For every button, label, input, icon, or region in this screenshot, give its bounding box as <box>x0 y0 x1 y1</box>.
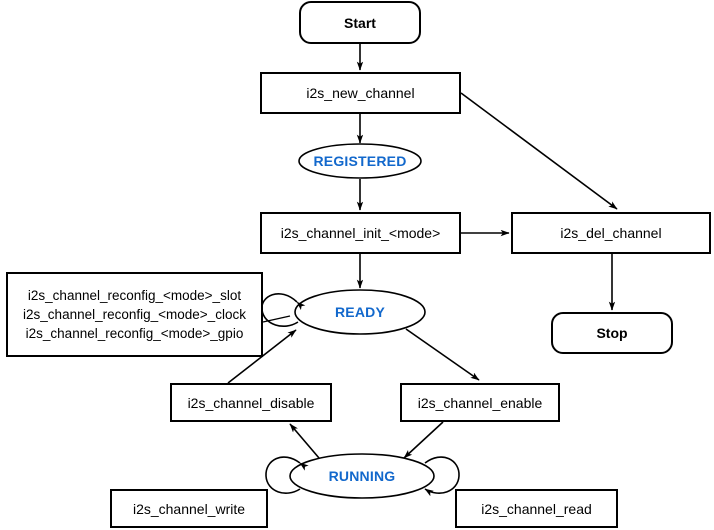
reconfig-line-slot: i2s_channel_reconfig_<mode>_slot <box>27 288 242 303</box>
node-i2s-channel-reconfig[interactable]: i2s_channel_reconfig_<mode>_slot i2s_cha… <box>6 272 263 357</box>
reconfig-line-clock: i2s_channel_reconfig_<mode>_clock <box>23 307 246 322</box>
node-stop[interactable]: Stop <box>551 312 673 354</box>
edge-new-channel-to-del-channel <box>460 92 618 210</box>
node-state-ready-label: READY <box>334 304 385 320</box>
node-i2s-del-channel[interactable]: i2s_del_channel <box>511 212 711 254</box>
reconfig-line-gpio: i2s_channel_reconfig_<mode>_gpio <box>25 326 244 341</box>
node-state-ready[interactable]: READY <box>300 295 420 329</box>
node-i2s-del-channel-label: i2s_del_channel <box>560 225 662 241</box>
edge-enable-to-running <box>403 421 444 459</box>
node-i2s-channel-write[interactable]: i2s_channel_write <box>110 489 268 528</box>
node-state-registered-label: REGISTERED <box>313 153 407 169</box>
node-i2s-channel-enable[interactable]: i2s_channel_enable <box>400 383 560 422</box>
edge-reconfig-to-ready <box>262 315 291 323</box>
node-start[interactable]: Start <box>299 1 421 44</box>
edge-ready-self-loop <box>261 293 306 327</box>
node-i2s-channel-write-label: i2s_channel_write <box>132 500 246 517</box>
edge-running-to-disable <box>289 423 320 459</box>
node-i2s-channel-init-label: i2s_channel_init_<mode> <box>280 225 441 241</box>
node-i2s-channel-read[interactable]: i2s_channel_read <box>455 489 618 528</box>
node-i2s-channel-enable-label: i2s_channel_enable <box>417 394 543 411</box>
edge-ready-to-enable <box>405 328 480 381</box>
node-i2s-new-channel[interactable]: i2s_new_channel <box>260 72 461 114</box>
node-state-running[interactable]: RUNNING <box>302 459 422 493</box>
node-i2s-channel-disable-label: i2s_channel_disable <box>187 394 315 411</box>
node-i2s-new-channel-label: i2s_new_channel <box>306 85 415 101</box>
edge-running-self-loop-left <box>265 456 309 494</box>
node-state-registered[interactable]: REGISTERED <box>299 144 421 178</box>
node-i2s-channel-disable[interactable]: i2s_channel_disable <box>170 383 332 422</box>
node-i2s-channel-read-label: i2s_channel_read <box>481 500 592 517</box>
edge-running-self-loop-right <box>424 456 460 497</box>
node-stop-label: Stop <box>596 325 628 341</box>
node-start-label: Start <box>344 14 376 31</box>
node-i2s-channel-init[interactable]: i2s_channel_init_<mode> <box>260 212 461 254</box>
node-state-running-label: RUNNING <box>328 468 396 484</box>
